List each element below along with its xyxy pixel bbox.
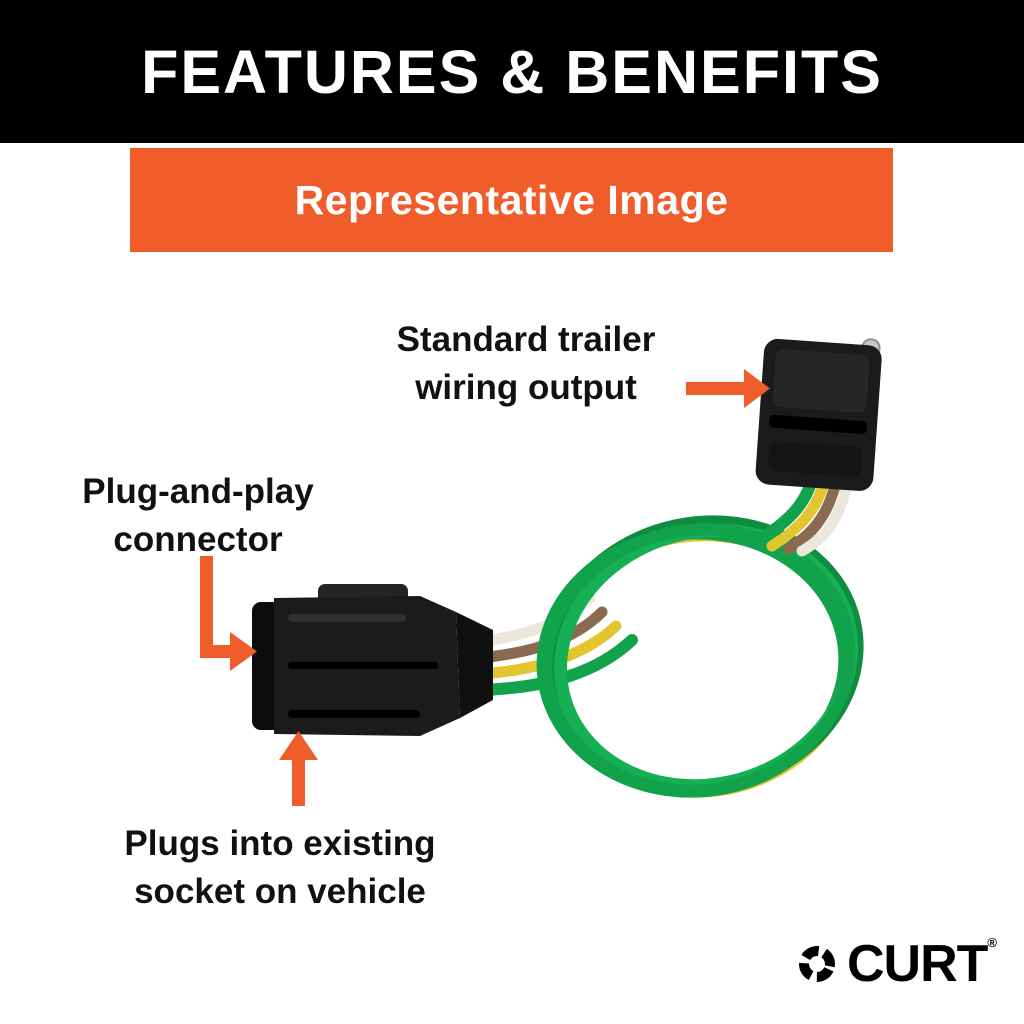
- coil-wire-graphic: [536, 515, 864, 798]
- callout-connector-line2: connector: [113, 520, 283, 559]
- callout-output-line2: wiring output: [415, 368, 637, 407]
- curt-logo: CURT®: [795, 935, 997, 993]
- curt-logo-text: CURT®: [846, 935, 997, 993]
- callout-connector: Plug-and-play connector: [40, 468, 356, 564]
- arrow-right-icon: [686, 369, 770, 408]
- wire-bundle-right: [750, 474, 852, 557]
- header-banner: FEATURES & BENEFITS: [0, 0, 1024, 143]
- callout-arrows: [200, 369, 770, 806]
- callout-output-line1: Standard trailer: [396, 320, 656, 359]
- callout-output: Standard trailer wiring output: [368, 316, 684, 412]
- registered-mark: ®: [987, 935, 997, 950]
- subheader-banner: Representative Image: [130, 148, 893, 252]
- callout-connector-line1: Plug-and-play: [82, 472, 314, 511]
- callout-socket-line2: socket on vehicle: [134, 872, 426, 911]
- callout-socket-line1: Plugs into existing: [124, 824, 436, 863]
- callout-socket: Plugs into existing socket on vehicle: [80, 820, 480, 916]
- page-title: FEATURES & BENEFITS: [141, 37, 883, 106]
- plug-and-play-connector-graphic: [252, 584, 493, 736]
- arrow-up-icon: [279, 731, 318, 806]
- wiring-output-connector-graphic: [755, 338, 882, 491]
- subheader-title: Representative Image: [294, 176, 729, 223]
- curt-logo-icon: [798, 946, 835, 982]
- arrow-elbow-icon: [200, 556, 257, 671]
